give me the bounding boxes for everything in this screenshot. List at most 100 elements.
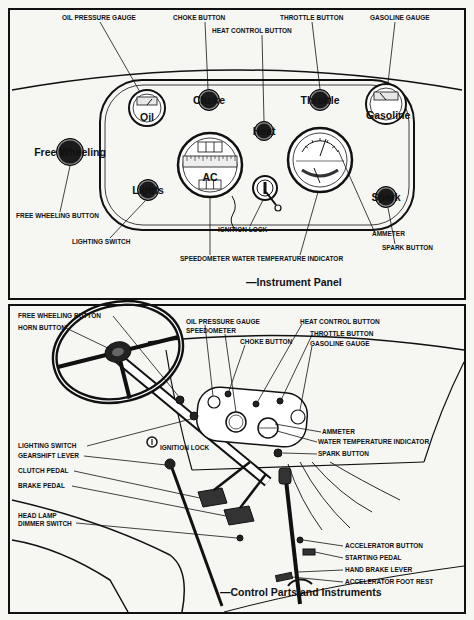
gasoline-gauge: Gasoline: [366, 84, 406, 124]
part-label: OIL PRESSURE GAUGE: [186, 318, 260, 326]
speed-ticks: [187, 156, 235, 161]
part-label: LIGHTING SWITCH: [18, 442, 77, 450]
odometer-cells: [206, 142, 214, 152]
leader-line: [300, 192, 318, 255]
part-label: SPEEDOMETER: [186, 327, 236, 335]
leader-line: [312, 22, 320, 89]
leader-line: [76, 523, 237, 538]
leader-line: [262, 35, 264, 121]
wheel-highlight: [44, 290, 191, 414]
dash-side: [424, 362, 464, 462]
ammeter-needle: [320, 139, 326, 156]
pedal-stem: [214, 462, 250, 490]
lighting-switch: [190, 412, 198, 420]
leader-line: [292, 577, 343, 582]
part-label: FREE WHEELING BUTTON: [18, 312, 101, 320]
part-label: HORN BUTTON: [18, 324, 66, 332]
gauge-face: [129, 90, 165, 126]
foot-rest: [276, 572, 293, 581]
leader-line: [225, 334, 236, 412]
choke-button: [225, 391, 231, 397]
leader-line: [258, 324, 302, 401]
knob-label: Heat: [252, 125, 277, 137]
leader-line: [113, 316, 180, 398]
part-label: GASOLINE GAUGE: [310, 340, 370, 348]
speedometer-ring: [183, 138, 237, 192]
gauge-label: Oil: [129, 111, 165, 123]
leader-line: [275, 424, 321, 432]
leader-line: [229, 345, 245, 391]
spark-button: [274, 449, 282, 457]
part-label: SPARK BUTTON: [318, 450, 369, 458]
part-label: WATER TEMPERATURE INDICATOR: [232, 255, 343, 263]
gauge-divider: [259, 428, 277, 429]
leader-line: [298, 570, 343, 572]
seat: [12, 540, 128, 612]
cable: [231, 196, 236, 230]
ignition-key: [266, 192, 276, 205]
part-label: STARTING PEDAL: [345, 554, 402, 562]
leader-line: [84, 456, 166, 465]
gauge-needle: [380, 93, 386, 100]
throttle-button: Throttle: [309, 89, 331, 111]
ammeter-ring: [293, 133, 347, 187]
gasoline-gauge: [291, 410, 305, 424]
part-label: GASOLINE GAUGE: [370, 14, 430, 22]
instrument-plate: [195, 385, 309, 448]
hand-brake-grip: [279, 468, 291, 484]
ignition-ring: [257, 180, 273, 196]
gearshift-knob: [165, 459, 175, 469]
part-label: HAND BRAKE LEVER: [345, 566, 412, 574]
heat-button: [253, 401, 259, 407]
free-wheeling-button: Free Wheeling: [56, 138, 84, 166]
knob-label: Spark: [370, 191, 401, 203]
panel-plate: [100, 80, 414, 230]
leader-line: [87, 419, 191, 446]
ignition-lock: [253, 176, 277, 200]
leader-line: [66, 328, 112, 350]
wiring: [288, 462, 400, 530]
part-label: HEAT CONTROL BUTTON: [300, 318, 380, 326]
part-label: CLUTCH PEDAL: [18, 467, 69, 475]
key-ring: [275, 205, 281, 211]
leader-line: [250, 200, 263, 226]
pedal-stem: [240, 474, 266, 508]
dimmer-switch: [237, 535, 243, 541]
leader-line: [205, 22, 208, 89]
part-label: ACCELERATOR FOOT REST: [345, 578, 433, 586]
gearshift-lever: [172, 468, 222, 606]
knob-label: Lights: [131, 184, 165, 196]
leader-line: [303, 540, 343, 546]
speed-band: [183, 156, 237, 167]
leader-line: [110, 201, 145, 238]
horn-button: [103, 339, 133, 365]
gauge-needle: [147, 99, 152, 105]
gauge-window: [137, 97, 157, 105]
panel-plate-inner: [105, 85, 409, 225]
ratchet: [288, 579, 312, 586]
speedometer: [226, 412, 246, 432]
part-label: THROTTLE BUTTON: [280, 14, 343, 22]
part-label: FREE WHEELING BUTTON: [16, 212, 99, 220]
part-label: CHOKE BUTTON: [240, 338, 292, 346]
leader-line: [338, 150, 375, 233]
choke-button: Choke: [198, 89, 220, 111]
knob-label: Throttle: [299, 94, 340, 106]
leader-line: [277, 431, 317, 442]
leader-line: [74, 471, 200, 498]
ammeter: [258, 418, 278, 438]
leader-line: [205, 325, 213, 396]
leader-line: [388, 208, 395, 244]
panel-caption: —Instrument Panel: [246, 276, 342, 288]
leader-line: [60, 166, 70, 212]
speedometer-face: [178, 133, 242, 197]
leader-line: [300, 346, 312, 410]
horn-center: [111, 347, 125, 358]
free-wheeling-button: [176, 396, 184, 404]
steering-column-fill: [118, 358, 268, 482]
leader-line: [72, 486, 226, 516]
heat-control-button: Heat: [254, 121, 274, 141]
oil-pressure-gauge: Oil: [129, 90, 165, 126]
